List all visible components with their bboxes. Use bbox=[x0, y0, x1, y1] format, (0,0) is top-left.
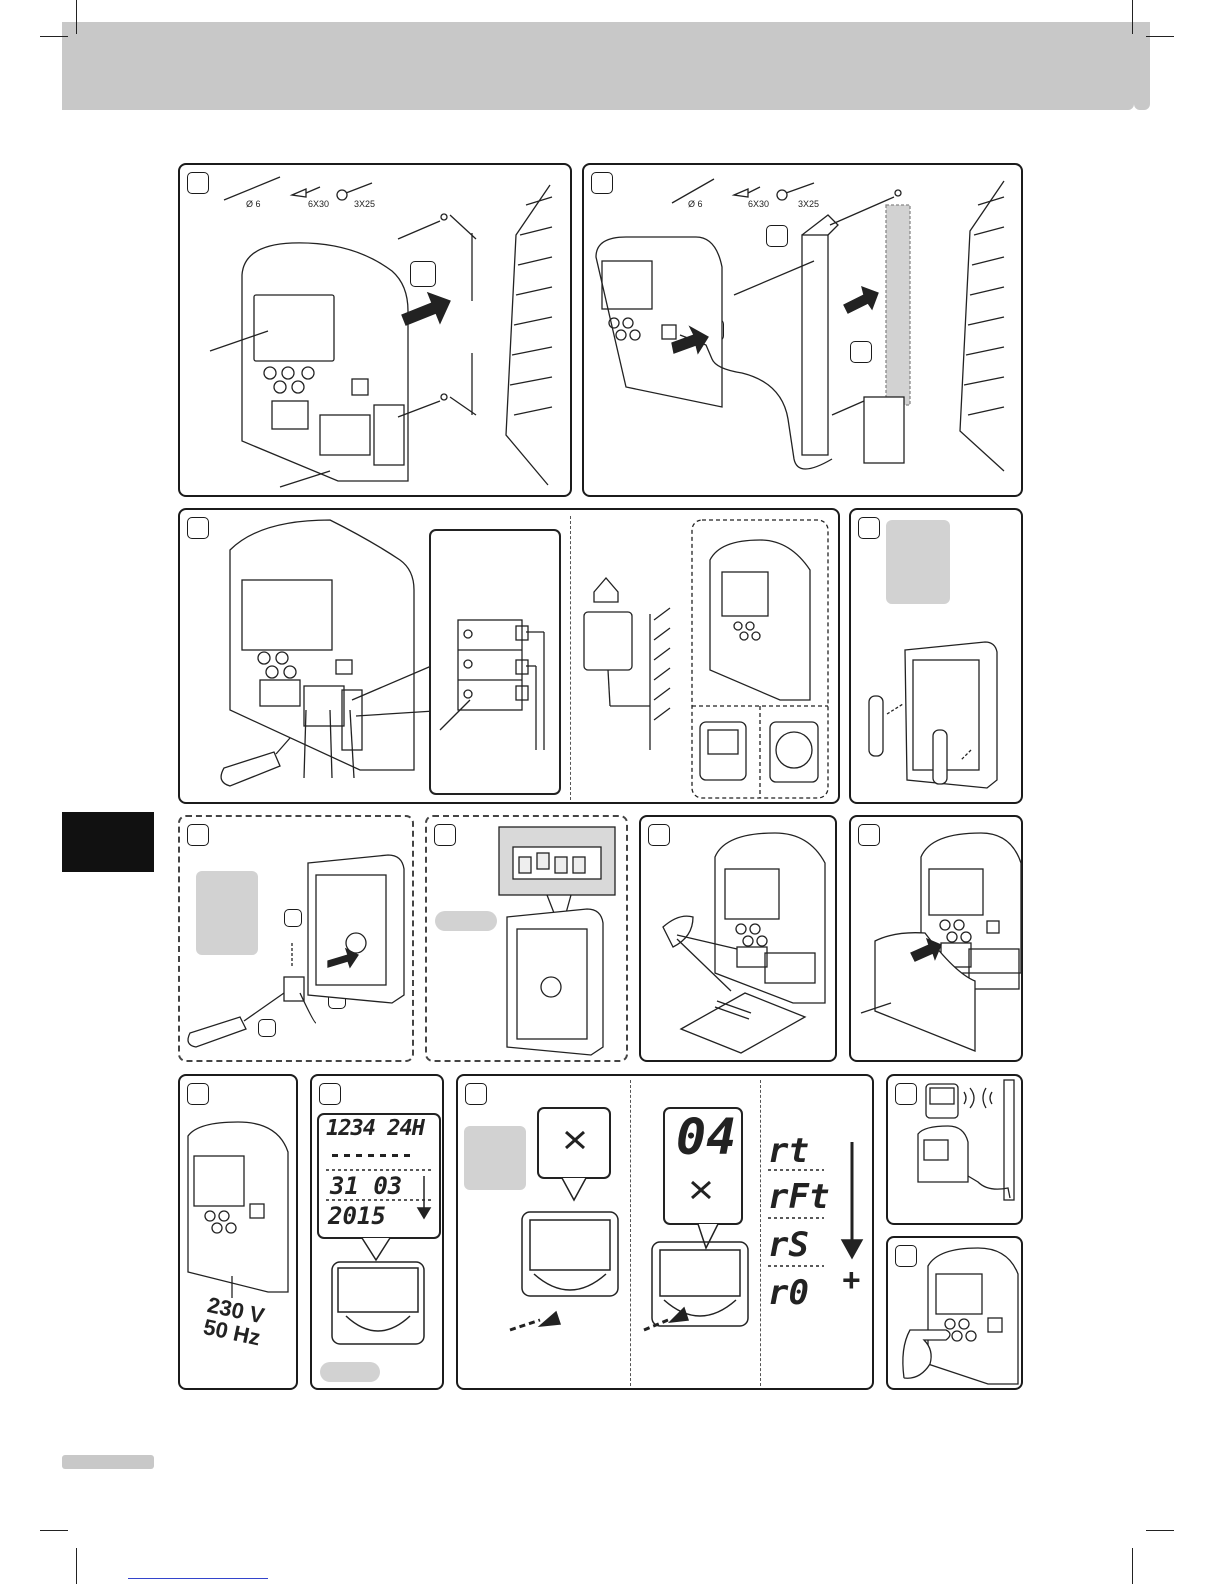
lcd-date: 31 03 bbox=[330, 1172, 402, 1200]
code-rs: rS bbox=[768, 1226, 809, 1264]
thermostat-wiring-illustration bbox=[180, 817, 416, 1064]
dip-switch-illustration bbox=[427, 817, 630, 1064]
radio-link-illustration bbox=[888, 1076, 1025, 1227]
press-button-illustration bbox=[888, 1238, 1025, 1392]
crop-mark bbox=[1132, 1548, 1133, 1584]
lcd-mode-number: 04 bbox=[676, 1110, 736, 1164]
documentation-illustration bbox=[641, 817, 839, 1064]
lcd-year: 2015 bbox=[328, 1202, 386, 1230]
step-panel-antenna-mount: Ø 6 6X30 3X25 bbox=[582, 163, 1023, 497]
wall-mount-illustration bbox=[180, 165, 574, 499]
step-panel-power: 230 V 50 Hz bbox=[178, 1074, 298, 1390]
crop-mark bbox=[1132, 0, 1133, 34]
language-side-tab bbox=[62, 812, 154, 872]
step-panel-documentation bbox=[639, 815, 837, 1062]
step-panel-press-button bbox=[886, 1236, 1023, 1390]
code-rft: rFt bbox=[768, 1178, 829, 1216]
crop-mark bbox=[40, 36, 68, 37]
step-panel-time-date: 1234 24H 31 03 2015 bbox=[310, 1074, 444, 1390]
page-header-bar bbox=[62, 22, 1134, 110]
step-panel-radio-link bbox=[886, 1074, 1023, 1225]
crop-mark bbox=[40, 1530, 68, 1531]
battery-illustration bbox=[851, 510, 1025, 806]
step-panel-wall-mount: Ø 6 6X30 3X25 bbox=[178, 163, 572, 497]
code-rt: rt bbox=[768, 1132, 809, 1170]
antenna-mount-illustration bbox=[584, 165, 1025, 499]
crop-mark bbox=[76, 1548, 77, 1584]
crop-mark bbox=[76, 0, 77, 34]
step-panel-dip-switches bbox=[425, 815, 628, 1062]
crop-mark bbox=[1146, 1530, 1174, 1531]
cover-illustration bbox=[851, 817, 1025, 1064]
footer-link-underline[interactable] bbox=[128, 1578, 268, 1579]
wiring-illustration bbox=[180, 510, 842, 806]
crop-mark bbox=[1146, 36, 1174, 37]
settings-illustration bbox=[458, 1076, 876, 1392]
note-placeholder bbox=[320, 1362, 380, 1382]
step-panel-cover bbox=[849, 815, 1023, 1062]
step-panel-batteries bbox=[849, 508, 1023, 804]
plus-sign: + bbox=[842, 1262, 861, 1299]
step-panel-thermostat-wiring bbox=[178, 815, 414, 1062]
step-panel-settings: 04 rt rFt rS r0 + bbox=[456, 1074, 874, 1390]
lcd-time-format: 1234 24H bbox=[326, 1116, 424, 1141]
page-number-bar bbox=[62, 1455, 154, 1469]
code-r0: r0 bbox=[768, 1274, 809, 1312]
step-panel-wiring bbox=[178, 508, 840, 804]
